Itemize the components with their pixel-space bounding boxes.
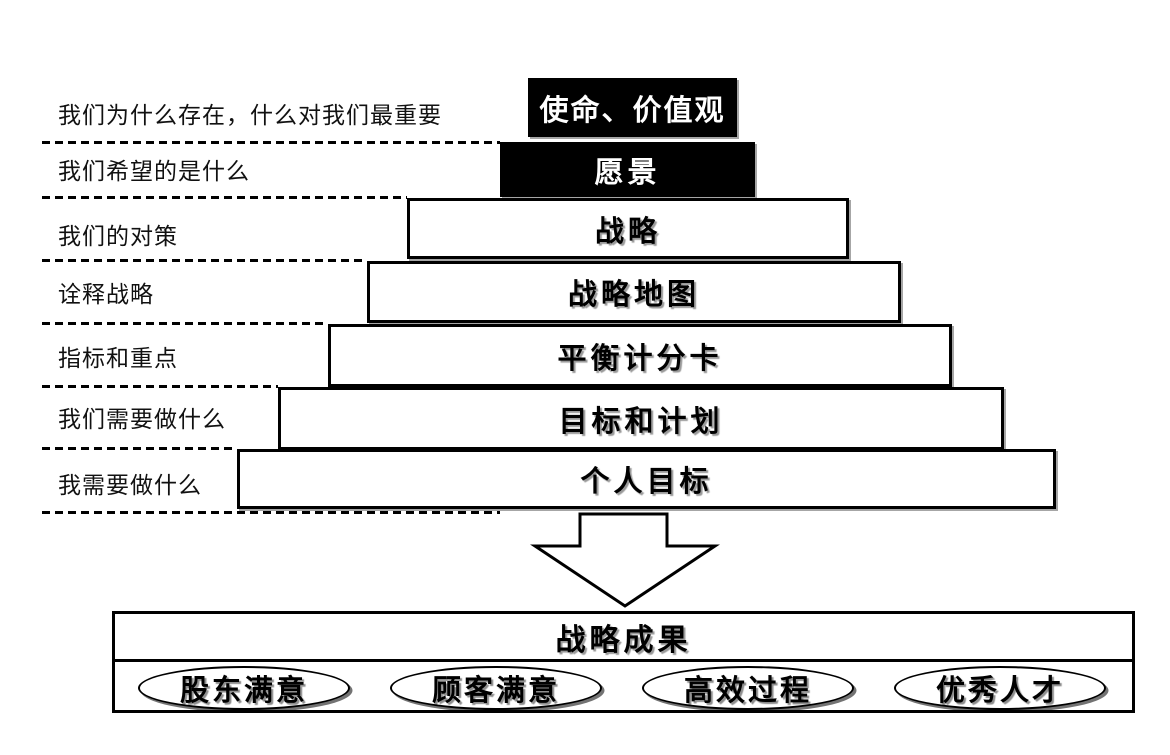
outcome-label: 顾客满意 xyxy=(431,675,560,707)
pyramid-level-strategy-map: 战略地图 xyxy=(367,261,901,323)
outcome-label: 股东满意 xyxy=(179,675,308,707)
pyramid-level-label: 战略地图 xyxy=(567,279,700,311)
pyramid-level-vision: 愿景 xyxy=(500,142,755,197)
pyramid-level-label: 战略 xyxy=(594,215,661,248)
question-goals-plans: 我们需要做什么 xyxy=(58,406,226,432)
outcome-efficient-process: 高效过程 xyxy=(642,666,854,710)
pyramid-level-balanced-scorecard: 平衡计分卡 xyxy=(328,324,952,387)
pyramid-level-mission-values: 使命、价值观 xyxy=(528,78,737,137)
dashed-divider-6 xyxy=(42,447,237,450)
outcome-shareholder-satisfaction: 股东满意 xyxy=(138,666,350,710)
outcome-excellent-talent: 优秀人才 xyxy=(894,666,1106,710)
question-vision: 我们希望的是什么 xyxy=(58,158,250,184)
question-balanced-scorecard: 指标和重点 xyxy=(58,345,178,371)
outcome-label: 高效过程 xyxy=(683,675,812,707)
dashed-divider-4 xyxy=(42,322,328,325)
strategic-outcomes-title: 战略成果 xyxy=(115,614,1132,662)
question-strategy: 我们的对策 xyxy=(58,223,178,249)
pyramid-level-personal-goals: 个人目标 xyxy=(237,449,1056,509)
question-strategy-map: 诠释战略 xyxy=(58,281,154,307)
dashed-divider-3 xyxy=(42,259,367,262)
dashed-divider-2 xyxy=(42,196,407,199)
pyramid-level-strategy: 战略 xyxy=(407,198,849,259)
down-arrow-icon xyxy=(530,512,720,608)
dashed-divider-7 xyxy=(42,511,500,514)
dashed-divider-1 xyxy=(42,141,500,144)
outcome-label: 优秀人才 xyxy=(935,675,1064,707)
pyramid-level-label: 个人目标 xyxy=(580,466,713,498)
pyramid-level-goals-plans: 目标和计划 xyxy=(278,387,1004,450)
pyramid-level-label: 目标和计划 xyxy=(558,405,724,438)
question-personal-goals: 我需要做什么 xyxy=(58,472,202,498)
pyramid-level-label: 平衡计分卡 xyxy=(557,342,723,375)
outcome-customer-satisfaction: 顾客满意 xyxy=(390,666,602,710)
question-mission-values: 我们为什么存在，什么对我们最重要 xyxy=(58,102,442,128)
pyramid-level-label: 使命、价值观 xyxy=(539,94,726,127)
pyramid-level-label: 愿景 xyxy=(594,156,661,189)
dashed-divider-5 xyxy=(42,385,278,388)
